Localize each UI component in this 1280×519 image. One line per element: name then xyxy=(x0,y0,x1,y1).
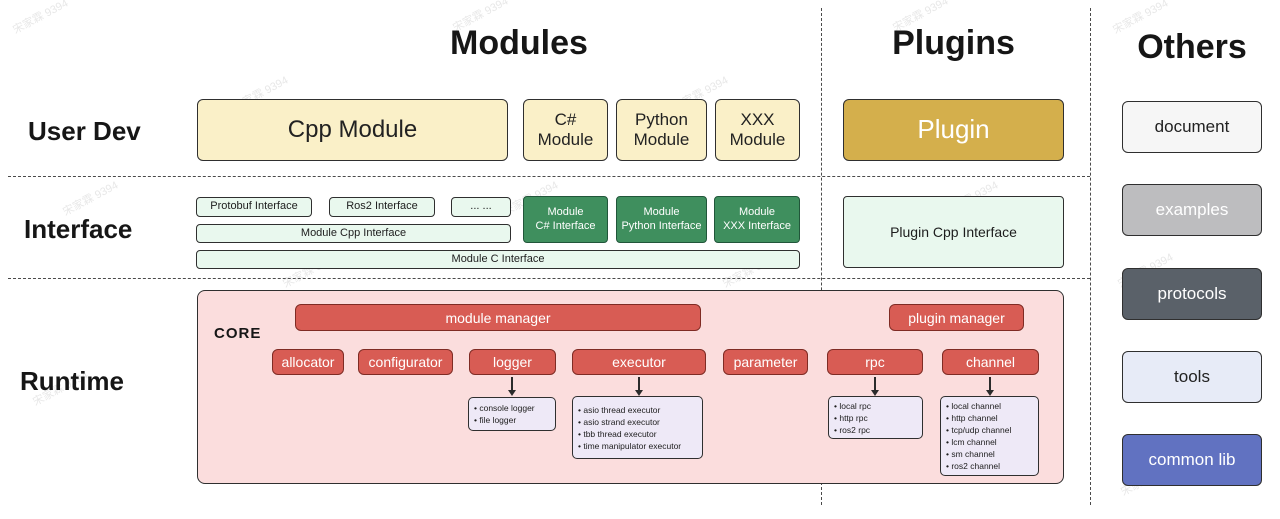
list-item: http channel xyxy=(946,412,1033,424)
module-csharp-interface-label: Module C# Interface xyxy=(536,206,596,232)
list-item: asio thread executor xyxy=(578,404,697,416)
cpp-module-box: Cpp Module xyxy=(197,99,508,161)
ellipsis-interface-box: ... ... xyxy=(451,197,511,217)
divider-modules-plugins xyxy=(821,8,822,505)
list-item: tcp/udp channel xyxy=(946,424,1033,436)
channel-box: channel xyxy=(942,349,1039,375)
modules-header: Modules xyxy=(450,24,588,62)
list-item: time manipulator executor xyxy=(578,440,697,452)
rpc-box: rpc xyxy=(827,349,923,375)
plugin-cpp-interface-box: Plugin Cpp Interface xyxy=(843,196,1064,268)
module-xxx-interface-box: Module XXX Interface xyxy=(714,196,800,243)
others-tools-box: tools xyxy=(1122,351,1262,403)
logger-list-items: console logger file logger xyxy=(474,402,550,426)
list-item: local rpc xyxy=(834,400,917,412)
down-arrow-rpc xyxy=(870,377,879,396)
csharp-module-box: C# Module xyxy=(523,99,608,161)
logger-list: console logger file logger xyxy=(468,397,556,431)
module-python-interface-box: Module Python Interface xyxy=(616,196,707,243)
executor-box: executor xyxy=(572,349,706,375)
logger-box: logger xyxy=(469,349,556,375)
list-item: sm channel xyxy=(946,448,1033,460)
down-arrow-executor xyxy=(634,377,643,396)
label-line: Module xyxy=(643,206,680,219)
python-module-box: Python Module xyxy=(616,99,707,161)
rpc-list-items: local rpc http rpc ros2 rpc xyxy=(834,400,917,436)
channel-list: local channel http channel tcp/udp chann… xyxy=(940,396,1039,476)
runtime-core-box: CORE module manager plugin manager alloc… xyxy=(197,290,1064,484)
rpc-list: local rpc http rpc ros2 rpc xyxy=(828,396,923,439)
label-line: Python Interface xyxy=(621,219,702,232)
list-item: local channel xyxy=(946,400,1033,412)
others-protocols-box: protocols xyxy=(1122,268,1262,320)
label-line: XXX Interface xyxy=(723,219,791,232)
ros2-interface-box: Ros2 Interface xyxy=(329,197,435,217)
core-label: CORE xyxy=(214,325,262,342)
others-document-box: document xyxy=(1122,101,1262,153)
parameter-box: parameter xyxy=(723,349,808,375)
down-arrow-logger xyxy=(507,377,516,396)
divider-userdev-interface xyxy=(8,176,1090,177)
plugins-header: Plugins xyxy=(892,24,1015,62)
down-arrow-channel xyxy=(985,377,994,396)
list-item: asio strand executor xyxy=(578,416,697,428)
row-label-interface: Interface xyxy=(24,214,133,244)
module-python-interface-label: Module Python Interface xyxy=(621,206,701,232)
list-item: ros2 channel xyxy=(946,460,1033,472)
module-csharp-interface-box: Module C# Interface xyxy=(523,196,608,243)
row-label-runtime: Runtime xyxy=(20,366,124,396)
divider-plugins-others xyxy=(1090,8,1091,505)
divider-interface-runtime xyxy=(8,278,1090,279)
others-examples-box: examples xyxy=(1122,184,1262,236)
list-item: file logger xyxy=(474,414,550,426)
plugin-box: Plugin xyxy=(843,99,1064,161)
label-line: C# Interface xyxy=(535,219,596,232)
list-item: tbb thread executor xyxy=(578,428,697,440)
list-item: lcm channel xyxy=(946,436,1033,448)
label-line: Module xyxy=(547,206,584,219)
others-common-lib-box: common lib xyxy=(1122,434,1262,486)
label-line: Module xyxy=(738,206,776,219)
module-xxx-interface-label: Module XXX Interface xyxy=(723,206,791,232)
allocator-box: allocator xyxy=(272,349,344,375)
others-header: Others xyxy=(1137,28,1247,66)
xxx-module-box: XXX Module xyxy=(715,99,800,161)
module-c-interface-box: Module C Interface xyxy=(196,250,800,269)
module-cpp-interface-box: Module Cpp Interface xyxy=(196,224,511,243)
list-item: ros2 rpc xyxy=(834,424,917,436)
executor-list: asio thread executor asio strand executo… xyxy=(572,396,703,459)
configurator-box: configurator xyxy=(358,349,453,375)
list-item: http rpc xyxy=(834,412,917,424)
plugin-manager-box: plugin manager xyxy=(889,304,1024,331)
executor-list-items: asio thread executor asio strand executo… xyxy=(578,404,697,452)
protobuf-interface-box: Protobuf Interface xyxy=(196,197,312,217)
module-manager-box: module manager xyxy=(295,304,701,331)
row-label-user-dev: User Dev xyxy=(28,116,141,146)
list-item: console logger xyxy=(474,402,550,414)
channel-list-items: local channel http channel tcp/udp chann… xyxy=(946,400,1033,472)
